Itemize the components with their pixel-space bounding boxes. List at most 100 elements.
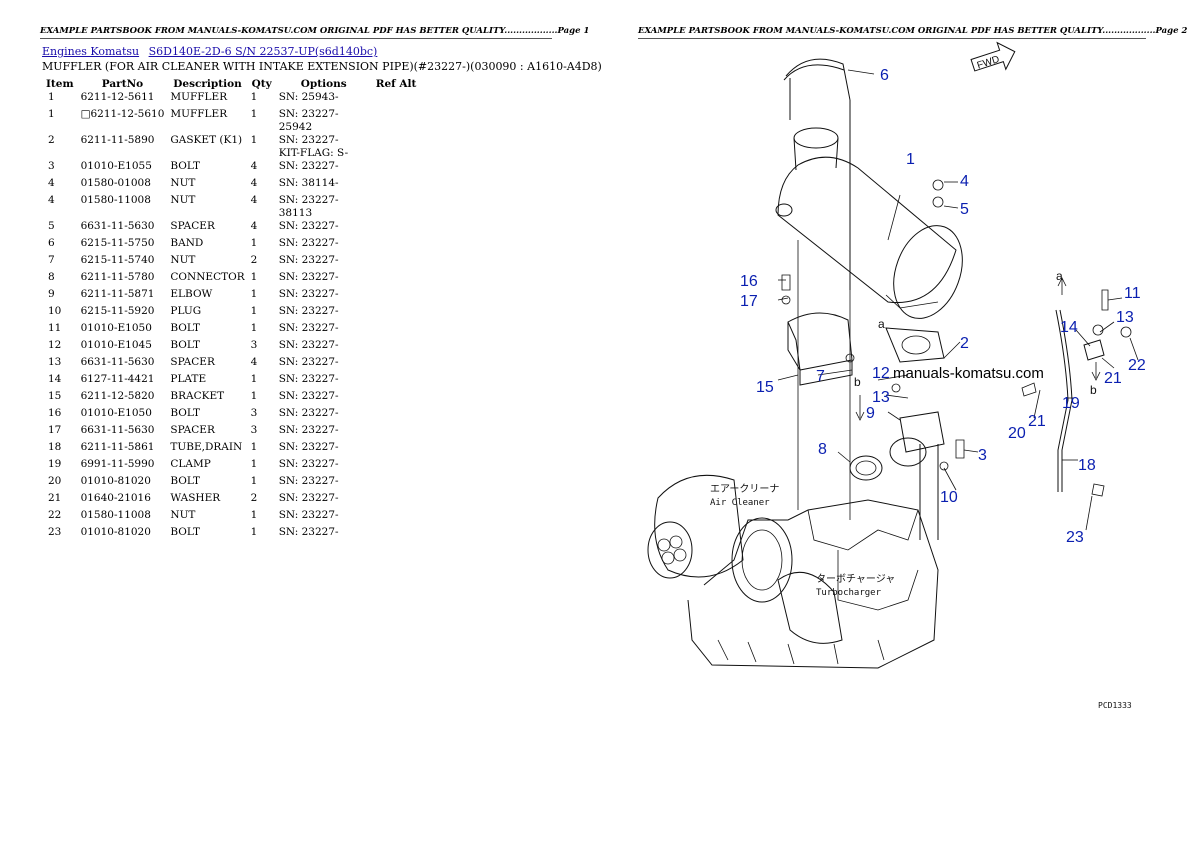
parts-table: Item PartNo Description Qty Options Ref … — [42, 77, 420, 543]
ref-letter-b-right: b — [1090, 383, 1097, 397]
leader-lines — [777, 69, 1139, 531]
partno-cell: 6211-11-5871 — [80, 288, 155, 300]
ref-alt-cell — [372, 288, 421, 305]
callout-5: 5 — [960, 201, 969, 218]
description-cell: BAND — [170, 237, 204, 249]
callout-1: 1 — [906, 151, 915, 168]
drain-tube-part — [1055, 309, 1069, 492]
item-cell: 8 — [48, 271, 55, 283]
options-cell: SN: 23227- — [278, 441, 339, 453]
callout-17: 17 — [740, 293, 758, 310]
item-cell: 19 — [48, 458, 62, 470]
item-cell: 7 — [48, 254, 55, 266]
ref-alt-cell — [372, 108, 421, 134]
muffler-part — [775, 127, 963, 319]
description-cell: ELBOW — [170, 288, 213, 300]
description-cell: TUBE,DRAIN — [170, 441, 243, 453]
description-cell: NUT — [170, 194, 196, 206]
description-cell: CLAMP — [170, 458, 211, 470]
ref-alt-cell — [372, 356, 421, 373]
ref-alt-cell — [372, 134, 421, 160]
item-cell: 20 — [48, 475, 62, 487]
item-cell: 2 — [48, 134, 55, 146]
options-cell: SN: 23227-25942 — [278, 108, 339, 133]
callout-10: 10 — [940, 489, 958, 506]
partno-cell: 01010-E1050 — [80, 407, 152, 419]
callout-11: 11 — [1124, 285, 1141, 302]
page-header-1: EXAMPLE PARTSBOOK FROM MANUALS-KOMATSU.C… — [40, 26, 589, 39]
options-cell: SN: 23227- — [278, 475, 339, 487]
ref-alt-cell — [372, 441, 421, 458]
item-cell: 11 — [48, 322, 62, 334]
partno-cell: 01010-81020 — [80, 526, 151, 538]
callout-7: 7 — [816, 368, 825, 385]
description-cell: BOLT — [170, 322, 201, 334]
qty-cell: 4 — [250, 160, 258, 172]
qty-cell: 4 — [250, 177, 258, 189]
elbow-part — [889, 411, 945, 540]
partno-cell: 6127-11-4421 — [80, 373, 155, 385]
ref-alt-cell — [372, 509, 421, 526]
qty-cell: 1 — [250, 288, 258, 300]
ref-alt-cell — [372, 305, 421, 322]
options-cell: SN: 23227- — [278, 220, 339, 232]
ref-alt-cell — [372, 177, 421, 194]
engine-assembly — [647, 240, 939, 669]
options-cell: SN: 38114- — [278, 177, 339, 189]
ref-alt-cell — [372, 373, 421, 390]
partno-cell: 6631-11-5630 — [80, 356, 155, 368]
callout-21: 21 — [1028, 413, 1046, 430]
description-cell: BOLT — [170, 526, 201, 538]
breadcrumb-link-engines[interactable]: Engines Komatsu — [42, 45, 140, 58]
band-part-loop — [783, 64, 845, 81]
qty-cell: 4 — [250, 356, 258, 368]
description-cell: BOLT — [170, 160, 201, 172]
item-cell: 12 — [48, 339, 62, 351]
qty-cell: 3 — [250, 407, 258, 419]
ref-arrow-a — [1057, 277, 1067, 295]
callout-2: 2 — [960, 335, 969, 352]
bolt-parts — [781, 274, 1109, 497]
ref-alt-cell — [372, 237, 421, 254]
item-cell: 9 — [48, 288, 55, 300]
item-cell: 4 — [48, 194, 55, 206]
callout-21b: 21 — [1104, 370, 1122, 387]
page-title: MUFFLER (FOR AIR CLEANER WITH INTAKE EXT… — [42, 60, 602, 73]
options-cell: SN: 23227- — [278, 424, 339, 436]
options-cell: SN: 23227- — [278, 160, 339, 172]
callout-13b: 13 — [1116, 309, 1134, 326]
qty-cell: 4 — [250, 194, 258, 206]
description-cell: PLUG — [170, 305, 202, 317]
item-cell: 23 — [48, 526, 62, 538]
ref-alt-cell — [372, 458, 421, 475]
bracket-part — [787, 312, 853, 371]
item-cell: 6 — [48, 237, 55, 249]
options-cell: SN: 25943- — [278, 91, 339, 103]
description-cell: BOLT — [170, 407, 201, 419]
options-cell: SN: 23227- — [278, 339, 339, 351]
options-cell: SN: 23227- KIT-FLAG: S- — [278, 134, 349, 159]
partno-cell: 6991-11-5990 — [80, 458, 155, 470]
breadcrumb-link-model[interactable]: S6D140E-2D-6 S/N 22537-UP(s6d140bc) — [148, 45, 378, 58]
breadcrumb: Engines Komatsu S6D140E-2D-6 S/N 22537-U… — [42, 45, 383, 58]
partno-cell: 01010-E1055 — [80, 160, 152, 172]
description-cell: BRACKET — [170, 390, 225, 402]
item-cell: 10 — [48, 305, 62, 317]
ref-alt-cell — [372, 220, 421, 237]
item-cell: 18 — [48, 441, 62, 453]
options-cell: SN: 23227- — [278, 509, 339, 521]
ref-alt-cell — [372, 492, 421, 509]
